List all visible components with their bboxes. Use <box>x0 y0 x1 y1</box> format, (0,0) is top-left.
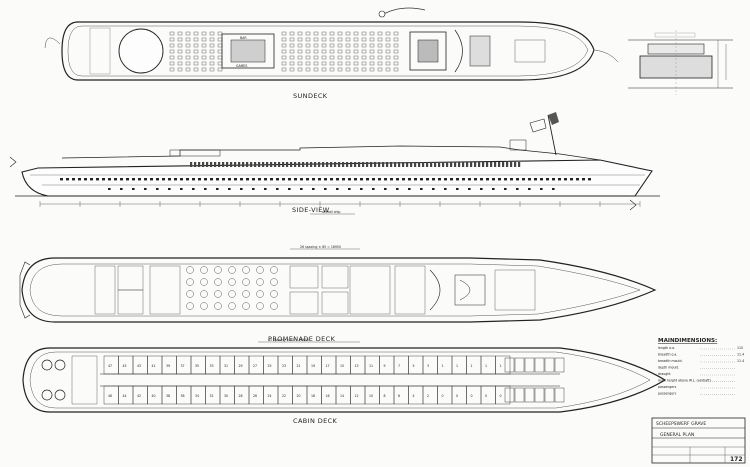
svg-text:11: 11 <box>369 364 373 368</box>
sundeck-wheelhouse <box>409 31 447 71</box>
svg-text:12: 12 <box>355 394 359 398</box>
cabin-hull-outline <box>22 347 667 413</box>
main-dimension-label: length o.a. <box>658 346 675 350</box>
sundeck-title: SUNDECK <box>293 92 328 100</box>
svg-text:24: 24 <box>268 394 272 398</box>
sheet-number: 172 <box>730 456 743 463</box>
main-dimension-label: passengers <box>658 385 677 389</box>
svg-text:22: 22 <box>282 394 286 398</box>
svg-text:19: 19 <box>311 364 315 368</box>
svg-text:34: 34 <box>195 394 199 398</box>
svg-text:20: 20 <box>297 394 301 398</box>
svg-text:9: 9 <box>384 364 386 368</box>
svg-text:1: 1 <box>442 364 444 368</box>
svg-text:15: 15 <box>340 364 344 368</box>
svg-text:13: 13 <box>355 364 359 368</box>
svg-text:28: 28 <box>239 394 243 398</box>
promenade-hull-outline <box>21 257 657 323</box>
svg-text:16: 16 <box>326 394 330 398</box>
svg-text:26: 26 <box>253 394 257 398</box>
main-dimension-value: 110 <box>737 346 743 350</box>
svg-text:0: 0 <box>471 394 473 398</box>
main-dimensions-table: MAINDIMENSIONS: length o.a. 110 breadth o.… <box>658 338 744 396</box>
svg-text:0: 0 <box>500 394 502 398</box>
svg-text:32: 32 <box>210 394 214 398</box>
svg-text:4: 4 <box>413 394 415 398</box>
drawing-title: GENERAL PLAN <box>660 432 694 438</box>
svg-text:39: 39 <box>166 364 170 368</box>
svg-text:14: 14 <box>340 394 344 398</box>
svg-text:45: 45 <box>123 364 127 368</box>
yard-name: SCHEEPSWERF GRAVE <box>656 421 706 427</box>
promenade-deck-title: PROMENADE DECK <box>268 335 336 343</box>
svg-text:5: 5 <box>413 364 415 368</box>
main-dimension-label: breadth o.a. <box>658 353 677 357</box>
side-view: overall ship SIDE-VIEW <box>9 112 660 215</box>
svg-text:23: 23 <box>282 364 286 368</box>
svg-text:29: 29 <box>239 364 243 368</box>
svg-text:21: 21 <box>297 364 301 368</box>
svg-text:38: 38 <box>166 394 170 398</box>
svg-text:17: 17 <box>326 364 330 368</box>
side-view-title: SIDE-VIEW <box>292 206 330 214</box>
svg-text:47: 47 <box>108 364 112 368</box>
svg-text:0: 0 <box>456 394 458 398</box>
svg-text:27: 27 <box>253 364 257 368</box>
svg-text:26 spacing × 65 = 16950: 26 spacing × 65 = 16950 <box>300 245 341 249</box>
main-dimension-label: passengers <box>658 392 677 396</box>
svg-text:1: 1 <box>456 364 458 368</box>
svg-text:10: 10 <box>369 394 373 398</box>
main-dimension-label: breadth mould. <box>658 359 682 363</box>
promenade-deck-view: 26 spacing × 65 = 16950 PROMENADE DECK <box>19 245 657 343</box>
svg-text:35: 35 <box>195 364 199 368</box>
svg-text:1: 1 <box>471 364 473 368</box>
svg-text:8: 8 <box>384 394 386 398</box>
main-dimensions-title: MAINDIMENSIONS: <box>658 338 717 344</box>
svg-text:43: 43 <box>137 364 141 368</box>
cabin-deck-view: 4746454443424140393837363534333231302928… <box>22 338 667 425</box>
svg-text:46: 46 <box>108 394 112 398</box>
svg-text:25: 25 <box>268 364 272 368</box>
svg-text:0: 0 <box>442 394 444 398</box>
svg-text:overall ship: overall ship <box>322 210 340 214</box>
main-dimension-label: depth mould. <box>658 366 679 370</box>
svg-text:2: 2 <box>427 394 429 398</box>
svg-text:31: 31 <box>224 364 228 368</box>
svg-text:7: 7 <box>398 364 400 368</box>
sundeck-view: BAR GAMES SUNDECK <box>44 7 619 100</box>
svg-text:18: 18 <box>311 394 315 398</box>
svg-text:36: 36 <box>181 394 185 398</box>
svg-text:41 spacing × 65 = 26650: 41 spacing × 65 = 26650 <box>268 338 309 342</box>
svg-text:0: 0 <box>485 394 487 398</box>
svg-text:40: 40 <box>152 394 156 398</box>
title-block: SCHEEPSWERF GRAVE GENERAL PLAN 172 <box>651 417 746 464</box>
svg-text:30: 30 <box>224 394 228 398</box>
main-dimension-label: max. height above W.L. (airdraft) <box>658 379 711 383</box>
svg-text:6: 6 <box>398 394 400 398</box>
svg-text:1: 1 <box>500 364 502 368</box>
svg-text:44: 44 <box>123 394 127 398</box>
svg-text:33: 33 <box>210 364 214 368</box>
sundeck-pool <box>118 28 164 74</box>
svg-text:1: 1 <box>485 364 487 368</box>
sundeck-games-label: GAMES <box>236 64 247 68</box>
cabin-deck-title: CABIN DECK <box>293 417 338 425</box>
sundeck-hull-outline <box>61 21 595 81</box>
svg-text:37: 37 <box>181 364 185 368</box>
main-dimension-value: 11.4 <box>737 353 744 357</box>
svg-text:3: 3 <box>427 364 429 368</box>
main-dimension-label: draught <box>658 372 671 376</box>
section-detail <box>628 30 733 95</box>
svg-text:41: 41 <box>152 364 156 368</box>
sundeck-bar-label: BAR <box>240 36 247 40</box>
main-dimension-value: 11.4 <box>737 359 744 363</box>
sundeck-bar-block <box>221 33 275 69</box>
svg-text:42: 42 <box>137 394 141 398</box>
